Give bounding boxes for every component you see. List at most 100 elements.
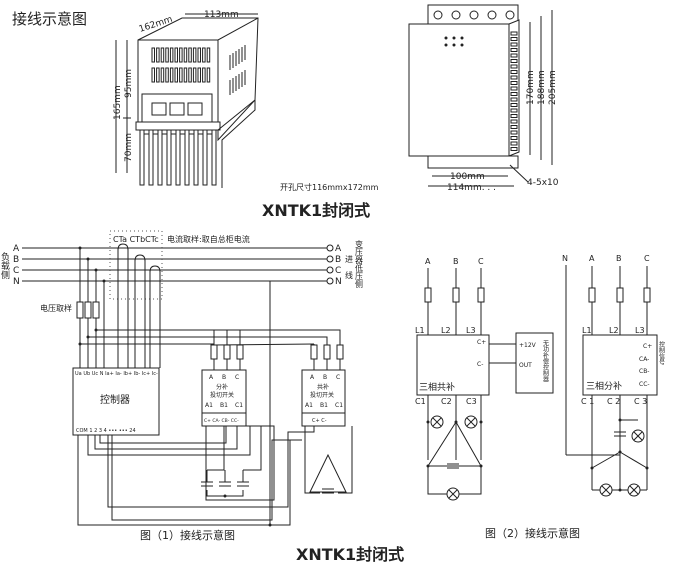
- vent-slot: [510, 136, 518, 140]
- vent-slot: [160, 47, 165, 63]
- heatsink-fin: [193, 129, 199, 186]
- ctrl-12v: +12V: [519, 342, 537, 349]
- f2l-in-a: A: [425, 257, 431, 266]
- fuse-icon: [92, 301, 100, 319]
- wire: [87, 426, 251, 456]
- junction-dot: [268, 523, 272, 527]
- vent-slot: [510, 103, 518, 107]
- terminal-screw: [433, 10, 443, 20]
- sw1-in-c: C: [235, 374, 239, 381]
- f2l-in-c: C: [478, 257, 484, 266]
- switch-1-box: [201, 369, 247, 427]
- controller-top-pins: Ua Ub Uc N Ia+ Ia- Ib+ Ib- Ic+ Ic-: [75, 371, 158, 377]
- common-comp-module: [416, 334, 490, 396]
- f2l-c3: C3: [466, 397, 477, 406]
- heatsink-fin: [184, 129, 190, 186]
- controller-label: 控制器: [100, 393, 130, 406]
- sw1-name2: 投切开关: [210, 391, 234, 399]
- fuse-icon: [223, 344, 231, 360]
- fuse-icon: [452, 287, 460, 303]
- vent-slot: [510, 130, 518, 135]
- vent-slot: [510, 108, 518, 113]
- f2r-c2: C 2: [607, 397, 620, 406]
- f2r-cb: CB-: [639, 368, 649, 375]
- junction-dot: [86, 257, 90, 261]
- wire: [111, 435, 302, 521]
- f2r-module-name: 三相分补: [586, 380, 622, 392]
- ctrl-name: 无功补偿控制器: [542, 340, 549, 383]
- fuse-icon: [336, 344, 344, 360]
- control-signal-label: 控制信号: [658, 340, 665, 366]
- delta-capacitor-icon: [309, 453, 347, 493]
- current-sampling-label: 电流取样:取自总柜电流: [167, 234, 250, 244]
- vent-slot: [510, 59, 518, 63]
- f2l-l1: L1: [415, 326, 425, 335]
- f2l-l2: L2: [441, 326, 451, 335]
- dim-hole: 4-5x10: [527, 178, 559, 188]
- vent-slot: [510, 31, 518, 36]
- device-2-dimensions: 170mm 188mm 205mm 100mm 114mm. . . 4-5x1…: [428, 10, 559, 193]
- terminal-screw: [505, 10, 515, 20]
- junction-dot: [86, 335, 90, 339]
- heatsink-fin: [148, 129, 154, 186]
- model-title-top: XNTK1封闭式: [262, 201, 370, 220]
- phase-a-left: A: [13, 244, 20, 254]
- wire: [243, 426, 262, 471]
- vent-slot: [510, 75, 518, 80]
- vent-slot: [510, 37, 518, 41]
- f2r-c1: C 1: [581, 397, 594, 406]
- vent-slot: [202, 47, 206, 63]
- vent-slot: [179, 47, 183, 63]
- wire: [107, 426, 315, 508]
- junction-dot: [223, 494, 227, 498]
- model-title-bottom: XNTK1封闭式: [296, 545, 404, 564]
- wire: [207, 426, 225, 471]
- vent-slot: [206, 47, 211, 63]
- fuse-icon: [643, 287, 651, 303]
- junction-dot: [645, 466, 649, 470]
- sw2-name1: 共补: [317, 383, 329, 391]
- vent-slot: [510, 53, 518, 58]
- voltage-sampling-label: 电压取样: [40, 303, 72, 313]
- vent-slot: [183, 47, 188, 63]
- device-1-drawing: [135, 17, 259, 188]
- junction-dot: [94, 328, 98, 332]
- figure-1: 负载侧 A B C N A B C N 进线 变压器低压侧 CTa CTbCTc…: [0, 230, 364, 542]
- dim-h3: 205mm: [548, 70, 558, 105]
- sw1-out-c1: C1: [235, 402, 243, 409]
- lamp-icon: [466, 417, 476, 427]
- vent-slot: [202, 67, 206, 83]
- junction-dot: [590, 466, 594, 470]
- vent-slot: [510, 114, 518, 118]
- junction-dot: [479, 420, 483, 424]
- f2r-l2: L2: [609, 326, 619, 335]
- sw1-out-b1: B1: [220, 402, 228, 409]
- fuse-icon: [76, 301, 84, 319]
- figure-2: A B C L1 L2 L3 C+ C- 三相共补 C1 C2 C3 +12V …: [415, 254, 665, 540]
- f2l-cminus: C-: [477, 361, 483, 368]
- vent-slot: [510, 141, 518, 146]
- vent-slot: [510, 42, 518, 47]
- f2r-n: N: [562, 254, 568, 263]
- junction-dot: [94, 268, 98, 272]
- sw2-out-a1: A1: [305, 402, 313, 409]
- switch-2-box: [301, 369, 346, 427]
- dim-h1: 170mm: [526, 70, 536, 105]
- vent-slot: [510, 48, 518, 52]
- vent-slot: [510, 97, 518, 102]
- phase-n-left: N: [13, 277, 20, 287]
- sw2-out-c1: C1: [335, 402, 343, 409]
- fuse-icon: [477, 287, 485, 303]
- heatsink-fin: [157, 129, 163, 186]
- vent-slot: [510, 81, 518, 85]
- terminal-screw: [487, 10, 497, 20]
- terminal-screw: [451, 10, 461, 20]
- junction-dot: [78, 342, 82, 346]
- sw1-signals: C+ CA- CB- CC-: [204, 418, 239, 424]
- f2r-in-c: C: [644, 254, 650, 263]
- f2l-in-b: B: [453, 257, 459, 266]
- f2r-ca: CA-: [639, 356, 649, 363]
- vent-slot: [192, 47, 197, 63]
- wire: [304, 426, 320, 494]
- vent-slot: [510, 70, 518, 74]
